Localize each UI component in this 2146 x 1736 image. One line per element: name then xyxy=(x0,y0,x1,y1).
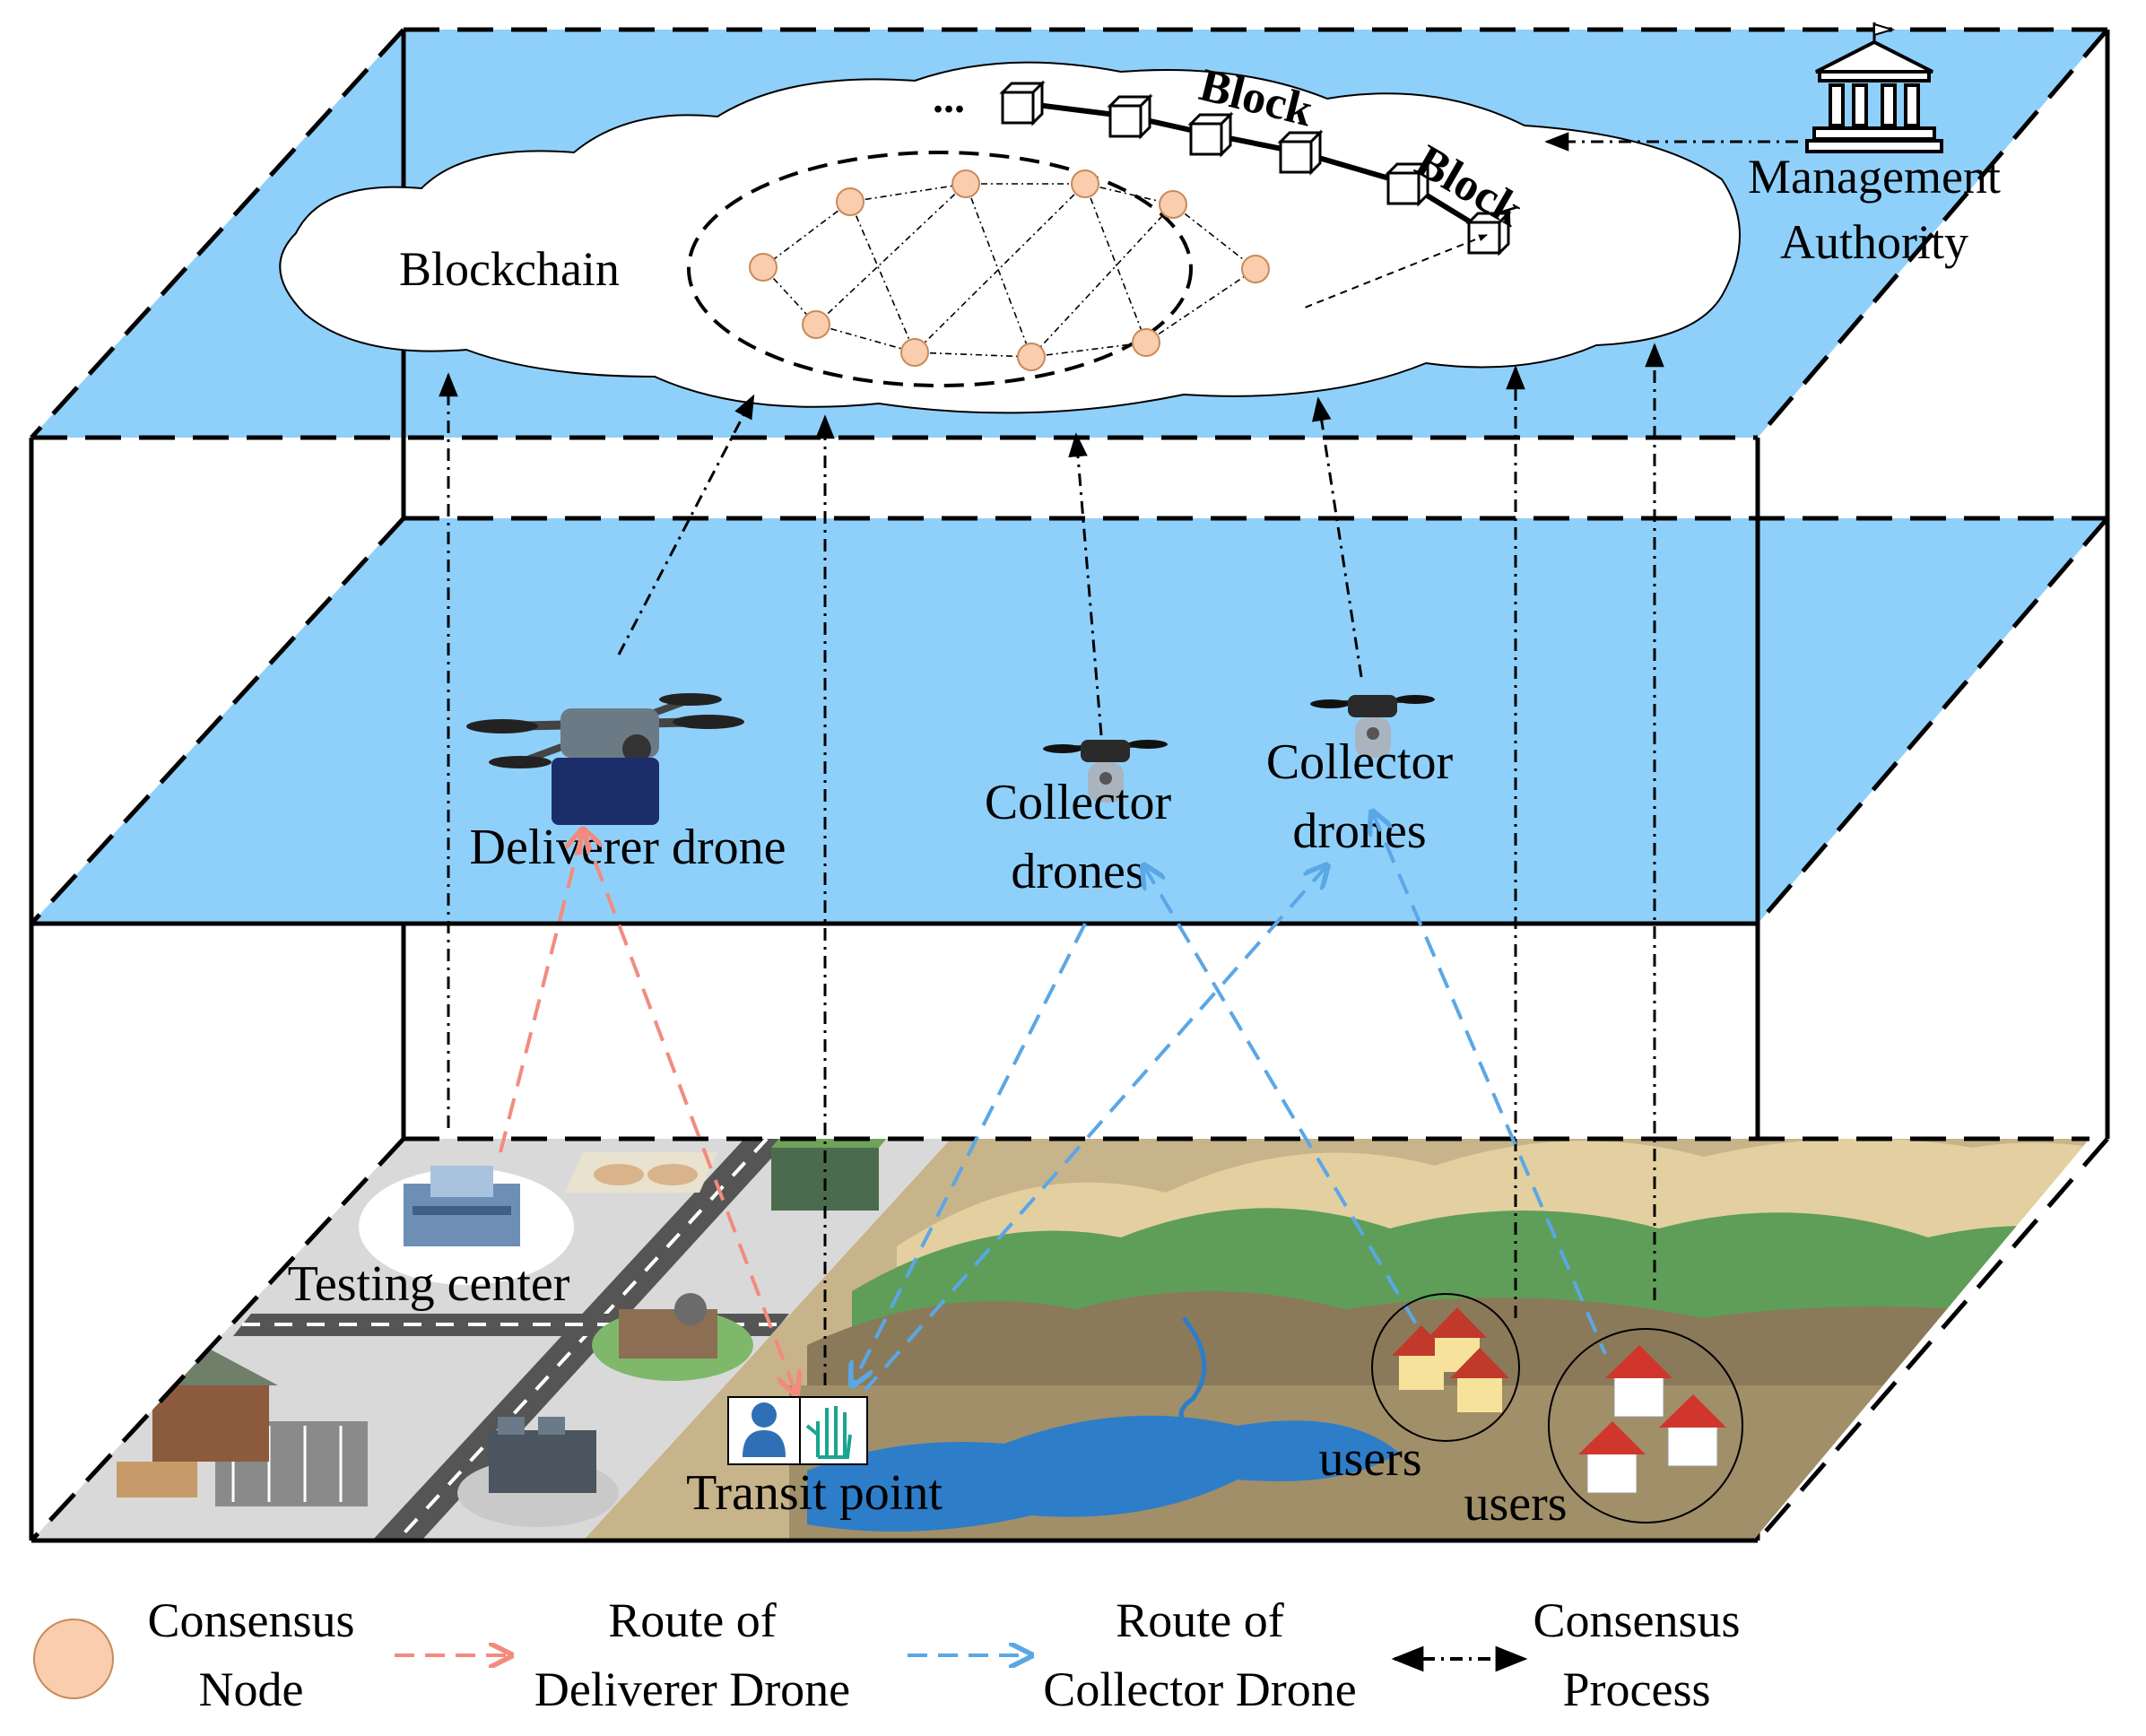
legend-consensus-process-line1: Consensus xyxy=(1533,1593,1740,1647)
ground-layer xyxy=(30,1136,2109,1543)
consensus-node xyxy=(1017,343,1046,371)
collector-drone-2-label-line1: Collector xyxy=(1266,734,1454,790)
consensus-node xyxy=(749,253,778,282)
management-authority: Management Authority xyxy=(1544,22,2001,269)
management-label-line2: Authority xyxy=(1780,215,1968,269)
quadcopter-drone-icon xyxy=(1310,695,1435,758)
transit-point: Transit point xyxy=(686,1396,943,1521)
consensus-arrows xyxy=(439,343,1664,1385)
consensus-edge xyxy=(1030,204,1174,358)
consensus-node xyxy=(1241,255,1270,283)
lake xyxy=(807,1415,1399,1532)
consensus-node xyxy=(1132,328,1160,357)
collector-drone-1-label-line2: drones xyxy=(1011,844,1144,899)
legend-consensus-process-line2: Process xyxy=(1563,1662,1711,1716)
testing-center-label: Testing center xyxy=(288,1256,570,1312)
blockchain-label: Blockchain xyxy=(399,242,620,296)
consensus-node xyxy=(900,338,929,367)
legend-collector-route-line2: Collector Drone xyxy=(1043,1662,1356,1716)
testing-center-building xyxy=(359,1166,574,1285)
users-group-2: users xyxy=(1464,1328,1743,1532)
block-cube xyxy=(1187,111,1234,158)
legend-deliverer-route-line1: Route of xyxy=(608,1593,776,1647)
legend-consensus-process: Consensus Process xyxy=(1391,1593,1741,1716)
user-icon xyxy=(743,1402,786,1457)
consensus-edge xyxy=(914,183,1086,353)
chain-ellipsis: ... xyxy=(933,74,965,122)
collector-drone-2: Collector drones xyxy=(1266,695,1454,859)
consensus-ring xyxy=(687,151,1270,387)
users-label-2: users xyxy=(1464,1476,1567,1532)
bank-building-icon xyxy=(1805,22,1943,153)
consensus-node xyxy=(1071,169,1099,198)
consensus-edge xyxy=(1172,204,1256,270)
collector-routes xyxy=(852,812,1607,1390)
collector-drone-2-label-line2: drones xyxy=(1292,803,1426,859)
glove-icon xyxy=(805,1406,852,1459)
quadcopter-drone-icon xyxy=(466,693,744,825)
consensus-edge xyxy=(1145,268,1256,343)
consensus-node xyxy=(836,187,864,216)
users-group-1: users xyxy=(1318,1293,1520,1487)
legend-consensus-node-line1: Consensus xyxy=(147,1593,354,1647)
water-tanks xyxy=(565,1152,717,1193)
factory-building xyxy=(457,1417,619,1527)
deliverer-routes xyxy=(499,829,796,1394)
consensus-node xyxy=(951,169,980,198)
drone-layer-plane xyxy=(31,518,2107,924)
block-cube xyxy=(1107,93,1153,140)
block-cube xyxy=(999,80,1046,126)
legend: Consensus Node Route of Deliverer Drone … xyxy=(33,1593,1741,1716)
legend-collector-route: Route of Collector Drone xyxy=(908,1593,1357,1716)
house-icon xyxy=(1578,1345,1726,1494)
management-label-line1: Management xyxy=(1748,150,2001,204)
transit-point-label: Transit point xyxy=(686,1465,943,1521)
block-cube xyxy=(1385,161,1431,207)
consensus-node xyxy=(1159,190,1187,219)
legend-collector-route-line1: Route of xyxy=(1116,1593,1283,1647)
legend-node-swatch xyxy=(33,1619,114,1699)
deliverer-drone-label: Deliverer drone xyxy=(470,820,786,875)
legend-consensus-node: Consensus Node xyxy=(33,1593,355,1716)
drone-layer xyxy=(30,516,2109,926)
quadcopter-drone-icon xyxy=(1043,740,1168,803)
legend-deliverer-route-line2: Deliverer Drone xyxy=(534,1662,850,1716)
consensus-node xyxy=(802,310,830,339)
collector-drone-1: Collector drones xyxy=(985,740,1172,899)
house-icon xyxy=(1392,1307,1509,1412)
legend-consensus-node-line2: Node xyxy=(199,1662,304,1716)
block-cube xyxy=(1277,129,1324,176)
collector-drone-1-label-line1: Collector xyxy=(985,775,1172,830)
legend-deliverer-route: Route of Deliverer Drone xyxy=(395,1593,850,1716)
office-building-green-roof xyxy=(771,1139,888,1211)
users-label-1: users xyxy=(1318,1431,1421,1487)
